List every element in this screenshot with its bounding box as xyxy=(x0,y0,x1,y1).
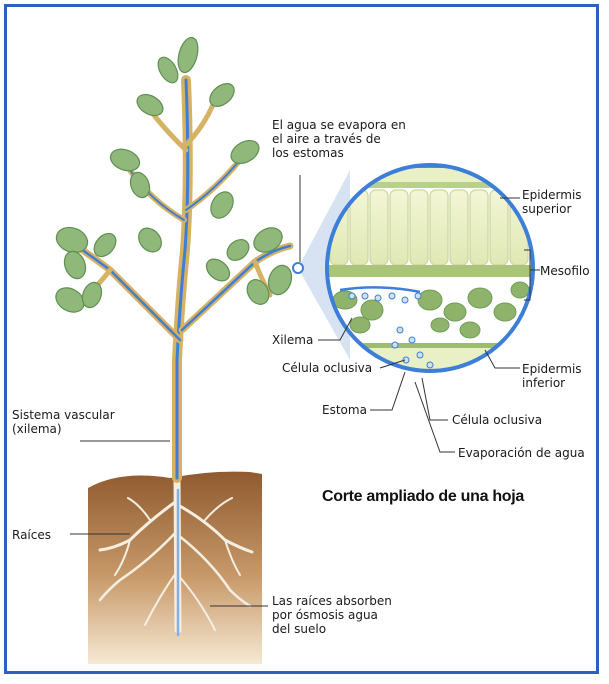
epidermis-superior-label: Epidermis superior xyxy=(522,188,582,216)
xilema-label: Xilema xyxy=(272,333,313,347)
raices-label: Raíces xyxy=(12,528,51,542)
celula-oclusiva-left-label: Célula oclusiva xyxy=(282,361,372,375)
sistema-vascular-label: Sistema vascular (xilema) xyxy=(12,408,115,436)
diagram-title: Corte ampliado de una hoja xyxy=(322,488,524,506)
evaporacion-label: Evaporación de agua xyxy=(458,446,585,460)
estoma-label: Estoma xyxy=(322,403,367,417)
mesofilo-label: Mesofilo xyxy=(540,264,590,278)
epidermis-inferior-label: Epidermis inferior xyxy=(522,362,582,390)
raices-absorben-label: Las raíces absorben por ósmosis agua del… xyxy=(272,594,392,636)
leaf-cross-section xyxy=(320,160,540,371)
celula-oclusiva-right-label: Célula oclusiva xyxy=(452,413,542,427)
evaporation-note-label: El agua se evapora en el aire a través d… xyxy=(272,118,406,160)
